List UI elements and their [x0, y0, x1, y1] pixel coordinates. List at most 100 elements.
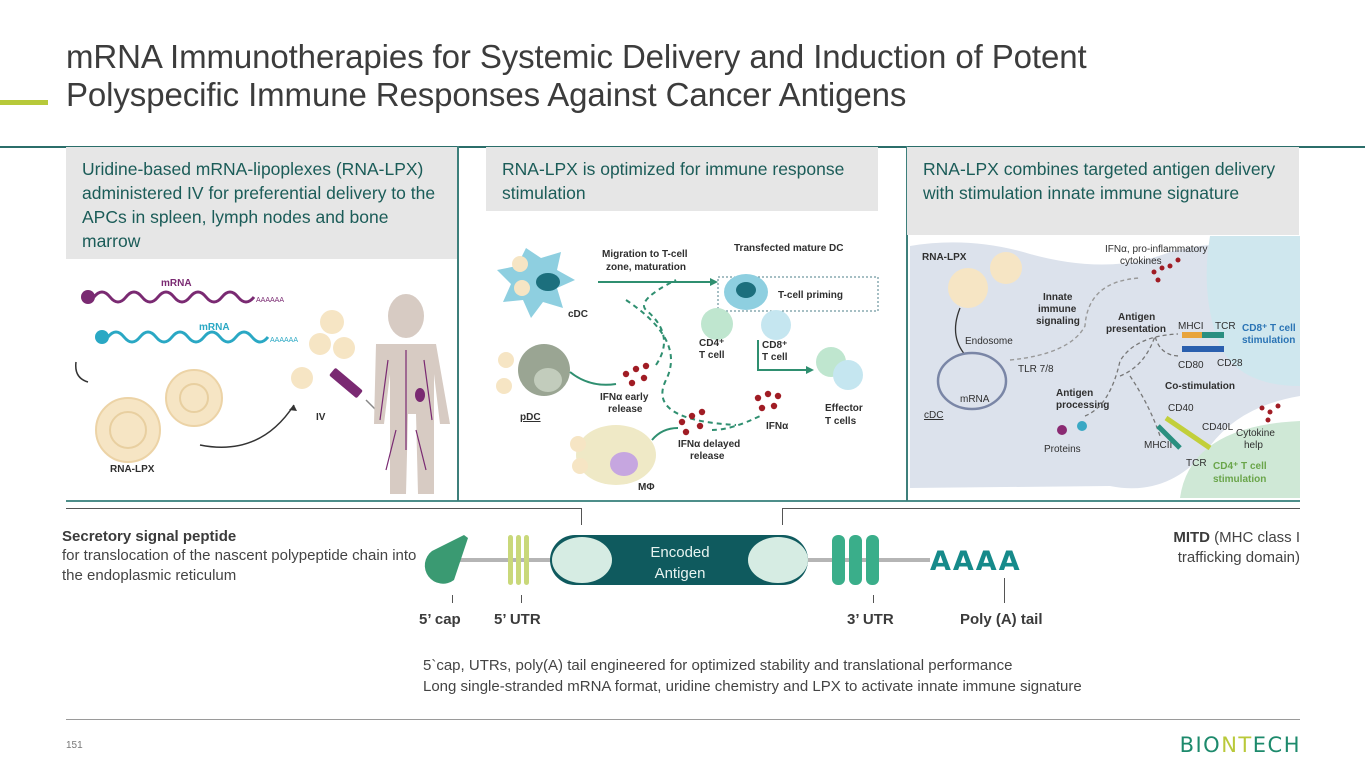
mhci-label: MHCI [1178, 321, 1204, 332]
endosome-mrna-label: mRNA [960, 394, 990, 405]
pdc-cell [496, 344, 570, 396]
encoded-label-2: Antigen [655, 565, 706, 582]
five-prime-cap-icon [424, 535, 468, 584]
cd4-stimulation-label-2: stimulation [1213, 474, 1266, 485]
logo-part-1: BIO [1179, 733, 1222, 757]
mrna-construct-diagram: Encoded Antigen AAAA [424, 535, 1022, 585]
slide-title-line-1: mRNA Immunotherapies for Systemic Delive… [66, 38, 1087, 75]
rna-lpx-label: RNA-LPX [922, 252, 967, 263]
effector-tcells [816, 347, 863, 390]
mitd-bracket [782, 508, 1300, 525]
cd8-label-1: CD8⁺ [762, 340, 787, 351]
migration-label-2: zone, maturation [606, 262, 686, 273]
cdc-label: cDC [924, 410, 943, 421]
mitd-bold: MITD [1173, 529, 1210, 546]
signal-peptide-title: Secretory signal peptide [62, 528, 237, 545]
panels-bottom-divider [66, 500, 1300, 502]
signal-peptide-description: for translocation of the nascent polypep… [62, 547, 417, 584]
ifn-delayed-dots [678, 408, 706, 436]
costimulation-label: Co-stimulation [1165, 381, 1235, 392]
panels-top-divider [0, 146, 1365, 148]
panel-3-illustration: RNA-LPX Endosome mRNA TLR 7/8 IFNα, pro-… [910, 236, 1300, 498]
antigen-presentation-label-2: presentation [1106, 324, 1166, 335]
cytokine-dots [1151, 257, 1181, 283]
tick-poly-a [1004, 578, 1005, 603]
cytokine-help-label-2: help [1244, 440, 1263, 451]
dashed-path-early [643, 279, 677, 366]
title-accent-bar [0, 100, 48, 105]
mrna-label-purple: mRNA [161, 278, 192, 289]
poly-a-label-purple: AAAAAA [256, 297, 284, 304]
macrophage-cell [570, 425, 656, 485]
footnote-line-2: Long single-stranded mRNA format, uridin… [423, 678, 1082, 695]
mhcii-tcr-complex [1156, 424, 1182, 450]
cytokines-label-1: IFNα, pro-inflammatory [1105, 244, 1207, 255]
tick-5-utr [521, 595, 522, 603]
migration-label-1: Migration to T-cell [602, 249, 688, 260]
logo-part-2: NT [1221, 733, 1253, 757]
cdc-label: cDC [568, 309, 588, 320]
effector-label-1: Effector [825, 403, 863, 414]
tick-5-cap [452, 595, 453, 603]
pdc-label: pDC [520, 412, 541, 423]
encoded-label-1: Encoded [650, 544, 709, 561]
poly-a-tail-icon: AAAA [930, 546, 1022, 577]
endosome [936, 351, 1008, 411]
tcell-priming-label: T-cell priming [778, 290, 843, 301]
antigen-presentation-label-1: Antigen [1118, 312, 1155, 323]
label-5-cap: 5’ cap [419, 611, 461, 628]
tcr-top-label: TCR [1215, 321, 1236, 332]
cd4-tcell [701, 308, 733, 340]
ifn-early-dots [622, 362, 650, 387]
mrna-strand-purple [81, 290, 256, 304]
cd4-tcell-region [1180, 421, 1300, 498]
label-poly-a-tail: Poly (A) tail [960, 611, 1043, 628]
innate-label-1: Innate [1043, 292, 1073, 303]
cd4-label-1: CD4⁺ [699, 338, 724, 349]
slide-title-line-2: Polyspecific Immune Responses Against Ca… [66, 76, 907, 113]
ifn-early-label-2: release [608, 404, 643, 415]
effector-arrow [757, 340, 808, 371]
encoded-antigen-capsule: Encoded Antigen [550, 535, 808, 585]
panel-2-heading: RNA-LPX is optimized for immune response… [486, 147, 878, 211]
arrow-curved-down [75, 361, 89, 383]
cd4-stimulation-label-1: CD4⁺ T cell [1213, 461, 1267, 472]
antigen-processing-label-1: Antigen [1056, 388, 1093, 399]
innate-label-3: signaling [1036, 316, 1080, 327]
cytokine-help-label-1: Cytokine [1236, 428, 1275, 439]
cd4-label-2: T cell [699, 350, 725, 361]
cd40-label: CD40 [1168, 403, 1194, 414]
three-prime-utr-icon [832, 535, 879, 585]
label-3-utr: 3’ UTR [847, 611, 894, 628]
mitd-rest: (MHC class I [1210, 529, 1300, 546]
cd80-label: CD80 [1178, 360, 1204, 371]
iv-label: IV [316, 412, 326, 423]
cd8-stimulation-label-2: stimulation [1242, 335, 1295, 346]
cytokine-help-dots [1259, 403, 1281, 423]
mature-dc-cell [724, 274, 768, 310]
ifna-label: IFNα [766, 421, 789, 432]
panel-3-heading: RNA-LPX combines targeted antigen delive… [907, 147, 1299, 235]
endosome-label: Endosome [965, 336, 1013, 347]
ifna-dots [754, 390, 782, 412]
page-number: 151 [66, 740, 83, 751]
cd40-receptor [1164, 415, 1212, 451]
panel-separator-2 [906, 146, 908, 501]
tick-3-utr [873, 595, 874, 603]
effector-label-2: T cells [825, 416, 857, 427]
cd8-label-2: T cell [762, 352, 788, 363]
innate-label-2: immune [1038, 304, 1077, 315]
footer-divider [66, 719, 1300, 720]
mhcii-label: MHCII [1144, 440, 1172, 451]
tcr-bottom-label: TCR [1186, 458, 1207, 469]
cdc-cell [497, 248, 575, 318]
panel-separator-1 [457, 146, 459, 501]
footnote-line-1: 5`cap, UTRs, poly(A) tail engineered for… [423, 657, 1013, 674]
slide-title: mRNA Immunotherapies for Systemic Delive… [66, 38, 1087, 114]
ifn-early-label-1: IFNα early [600, 392, 649, 403]
mrna-strand-teal [95, 330, 270, 344]
mitd-description: MITD (MHC class I trafficking domain) [1173, 528, 1300, 568]
cdc-cytoplasm [910, 242, 1300, 489]
lipoplex-particles [95, 310, 355, 463]
protein-blobs [1057, 421, 1087, 435]
